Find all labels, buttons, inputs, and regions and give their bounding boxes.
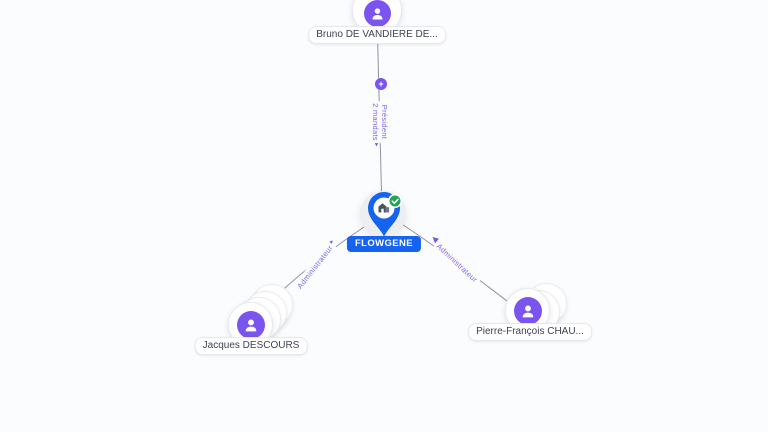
- edge-arrow-icon: [432, 236, 440, 244]
- person-icon: [372, 7, 382, 20]
- plus-icon: +: [378, 79, 384, 89]
- person-icon: [245, 319, 256, 331]
- verified-badge: [387, 193, 403, 209]
- node-label-bruno[interactable]: Bruno DE VANDIERE DE...: [308, 26, 446, 44]
- edge-mandates-text: 2 mandats: [371, 103, 380, 141]
- expand-mandates-button[interactable]: +: [375, 78, 387, 90]
- node-label-flowgene[interactable]: FLOWGENE: [346, 236, 422, 252]
- edge-role-text: Président: [380, 104, 389, 140]
- person-avatar: [363, 0, 391, 27]
- node-flowgene[interactable]: [364, 190, 404, 238]
- person-avatar: [236, 310, 265, 339]
- node-label-pierre[interactable]: Pierre-François CHAU...: [468, 323, 592, 341]
- check-icon: [391, 198, 399, 204]
- person-avatar: [513, 296, 542, 325]
- company-pin-icon: [368, 192, 403, 237]
- person-icon: [522, 305, 533, 317]
- edge-label-president: Président 2 mandats: [370, 101, 390, 143]
- building-icon: [378, 203, 390, 213]
- node-label-jacques[interactable]: Jacques DESCOURS: [194, 337, 308, 355]
